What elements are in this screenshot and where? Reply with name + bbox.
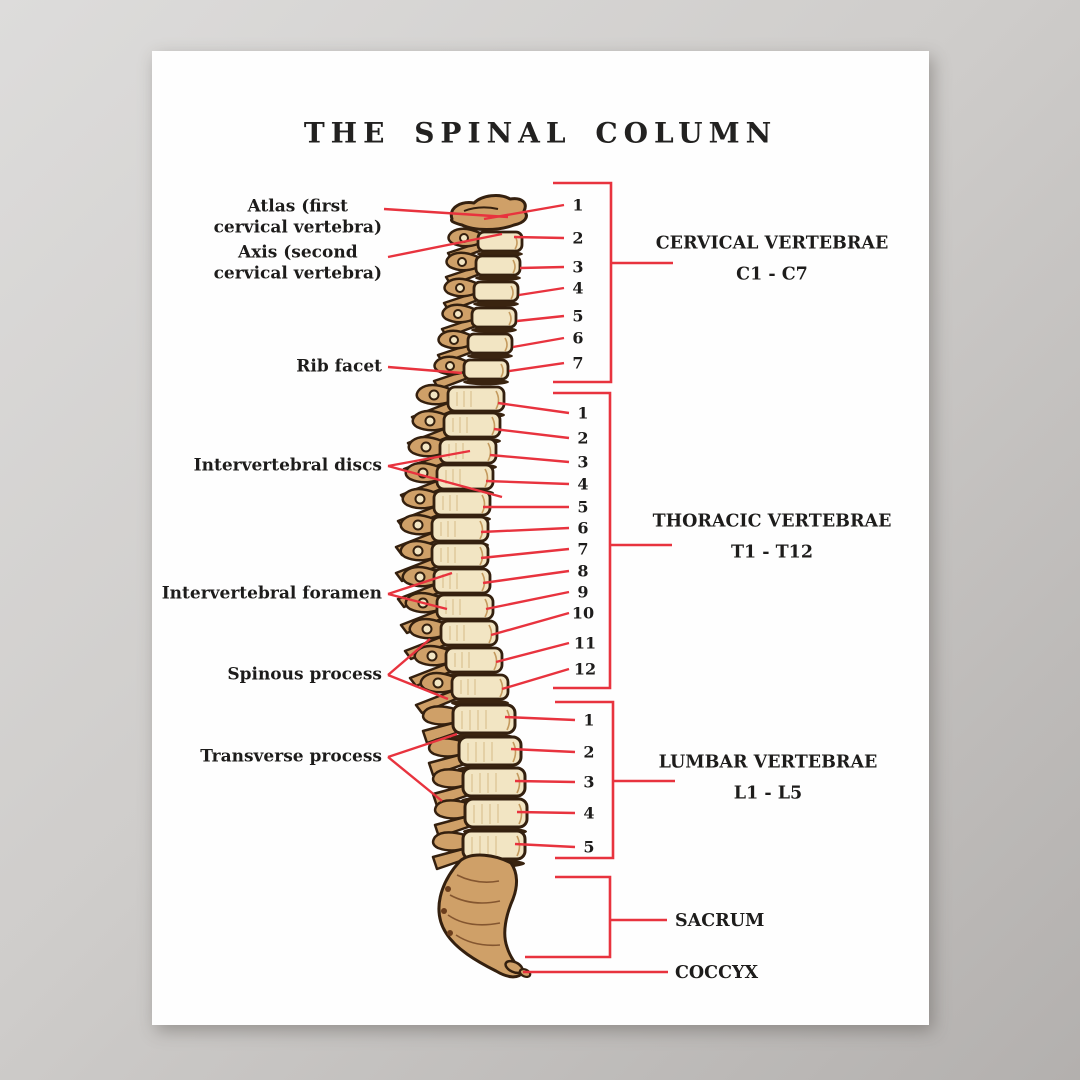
thoracic-number: 11 bbox=[573, 633, 597, 653]
label-atlas-line2: cervical vertebra) bbox=[213, 217, 382, 237]
leader-lines-numbers bbox=[480, 203, 576, 849]
thoracic-number: 10 bbox=[571, 603, 595, 623]
lumbar-number: 1 bbox=[583, 710, 595, 730]
vertebra bbox=[432, 355, 511, 391]
page-title: THE SPINAL COLUMN bbox=[303, 116, 778, 150]
thoracic-number: 12 bbox=[573, 659, 597, 679]
cervical-number: 3 bbox=[572, 257, 584, 277]
cervical-number: 4 bbox=[572, 278, 584, 298]
thoracic-number: 8 bbox=[577, 561, 589, 581]
thoracic-number: 2 bbox=[577, 428, 589, 448]
sacrum-bone bbox=[437, 853, 525, 979]
cervical-number: 2 bbox=[572, 228, 584, 248]
thoracic-number: 4 bbox=[577, 474, 589, 494]
section-lumbar-range: L1 - L5 bbox=[733, 783, 803, 804]
lumbar-number: 2 bbox=[583, 742, 595, 762]
lumbar-number: 4 bbox=[583, 803, 595, 823]
spine-illustration bbox=[383, 181, 675, 979]
label-spinous-process: Spinous process bbox=[227, 664, 382, 685]
thoracic-number: 7 bbox=[577, 539, 589, 559]
thoracic-number: 6 bbox=[577, 518, 589, 538]
thoracic-number: 3 bbox=[577, 452, 589, 472]
label-transverse-process: Transverse process bbox=[200, 746, 382, 767]
section-sacrum: SACRUM bbox=[675, 911, 765, 931]
label-intervertebral-discs: Intervertebral discs bbox=[193, 455, 382, 476]
lumbar-number: 3 bbox=[583, 772, 595, 792]
section-cervical-name: CERVICAL VERTEBRAE bbox=[655, 233, 889, 254]
leader-lines-left bbox=[383, 207, 509, 802]
section-cervical: CERVICAL VERTEBRAE C1 - C7 bbox=[656, 234, 889, 285]
thoracic-number: 5 bbox=[577, 497, 589, 517]
label-atlas-line1: Atlas (first bbox=[247, 196, 349, 217]
thoracic-number: 9 bbox=[577, 582, 589, 602]
section-thoracic-name: THORACIC VERTEBRAE bbox=[652, 511, 892, 532]
section-cervical-range: C1 - C7 bbox=[736, 264, 808, 285]
spine-column bbox=[394, 194, 532, 979]
label-atlas: Atlas (first cervical vertebra) bbox=[214, 196, 382, 237]
section-thoracic: THORACIC VERTEBRAE T1 - T12 bbox=[653, 512, 892, 563]
spinal-column-poster: THE SPINAL COLUMN Atlas (first cervical … bbox=[152, 51, 929, 1025]
cervical-number: 1 bbox=[572, 195, 584, 215]
bracket-sacrum bbox=[525, 875, 667, 959]
label-intervertebral-foramen: Intervertebral foramen bbox=[161, 583, 382, 604]
section-lumbar-name: LUMBAR VERTEBRAE bbox=[658, 752, 878, 773]
thoracic-number: 1 bbox=[577, 403, 589, 423]
cervical-number: 5 bbox=[572, 306, 584, 326]
section-lumbar: LUMBAR VERTEBRAE L1 - L5 bbox=[659, 753, 878, 804]
cervical-number: 7 bbox=[572, 353, 584, 373]
label-axis-line1: Axis (second bbox=[237, 242, 358, 263]
label-axis: Axis (second cervical vertebra) bbox=[214, 242, 382, 283]
label-axis-line2: cervical vertebra) bbox=[213, 263, 382, 283]
lumbar-number: 5 bbox=[583, 837, 595, 857]
section-coccyx: COCCYX bbox=[675, 963, 759, 983]
bracket-cervical bbox=[553, 181, 673, 384]
bracket-thoracic bbox=[553, 391, 672, 690]
section-thoracic-range: T1 - T12 bbox=[730, 542, 814, 563]
bracket-lumbar bbox=[555, 700, 675, 860]
cervical-number: 6 bbox=[572, 328, 584, 348]
label-rib-facet: Rib facet bbox=[296, 356, 382, 377]
